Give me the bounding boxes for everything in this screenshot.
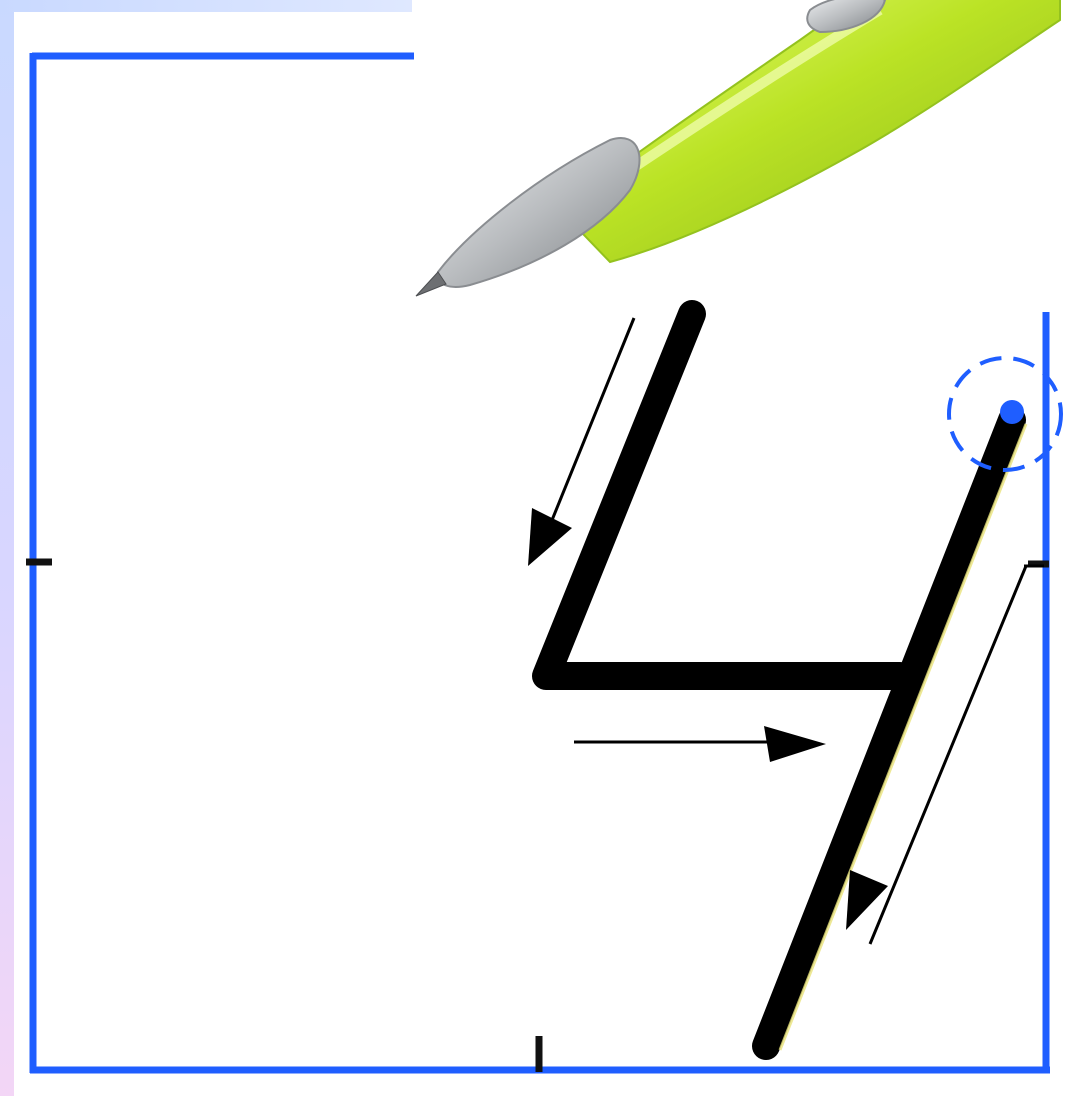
pen-mask [414, 300, 1044, 312]
stroke-2 [766, 420, 1012, 1046]
pen-icon [416, 0, 1060, 296]
direction-arrows [528, 318, 1044, 944]
numeral-four [546, 314, 1026, 1050]
direction-arrow-icon [574, 726, 826, 762]
stroke-1 [546, 314, 900, 676]
